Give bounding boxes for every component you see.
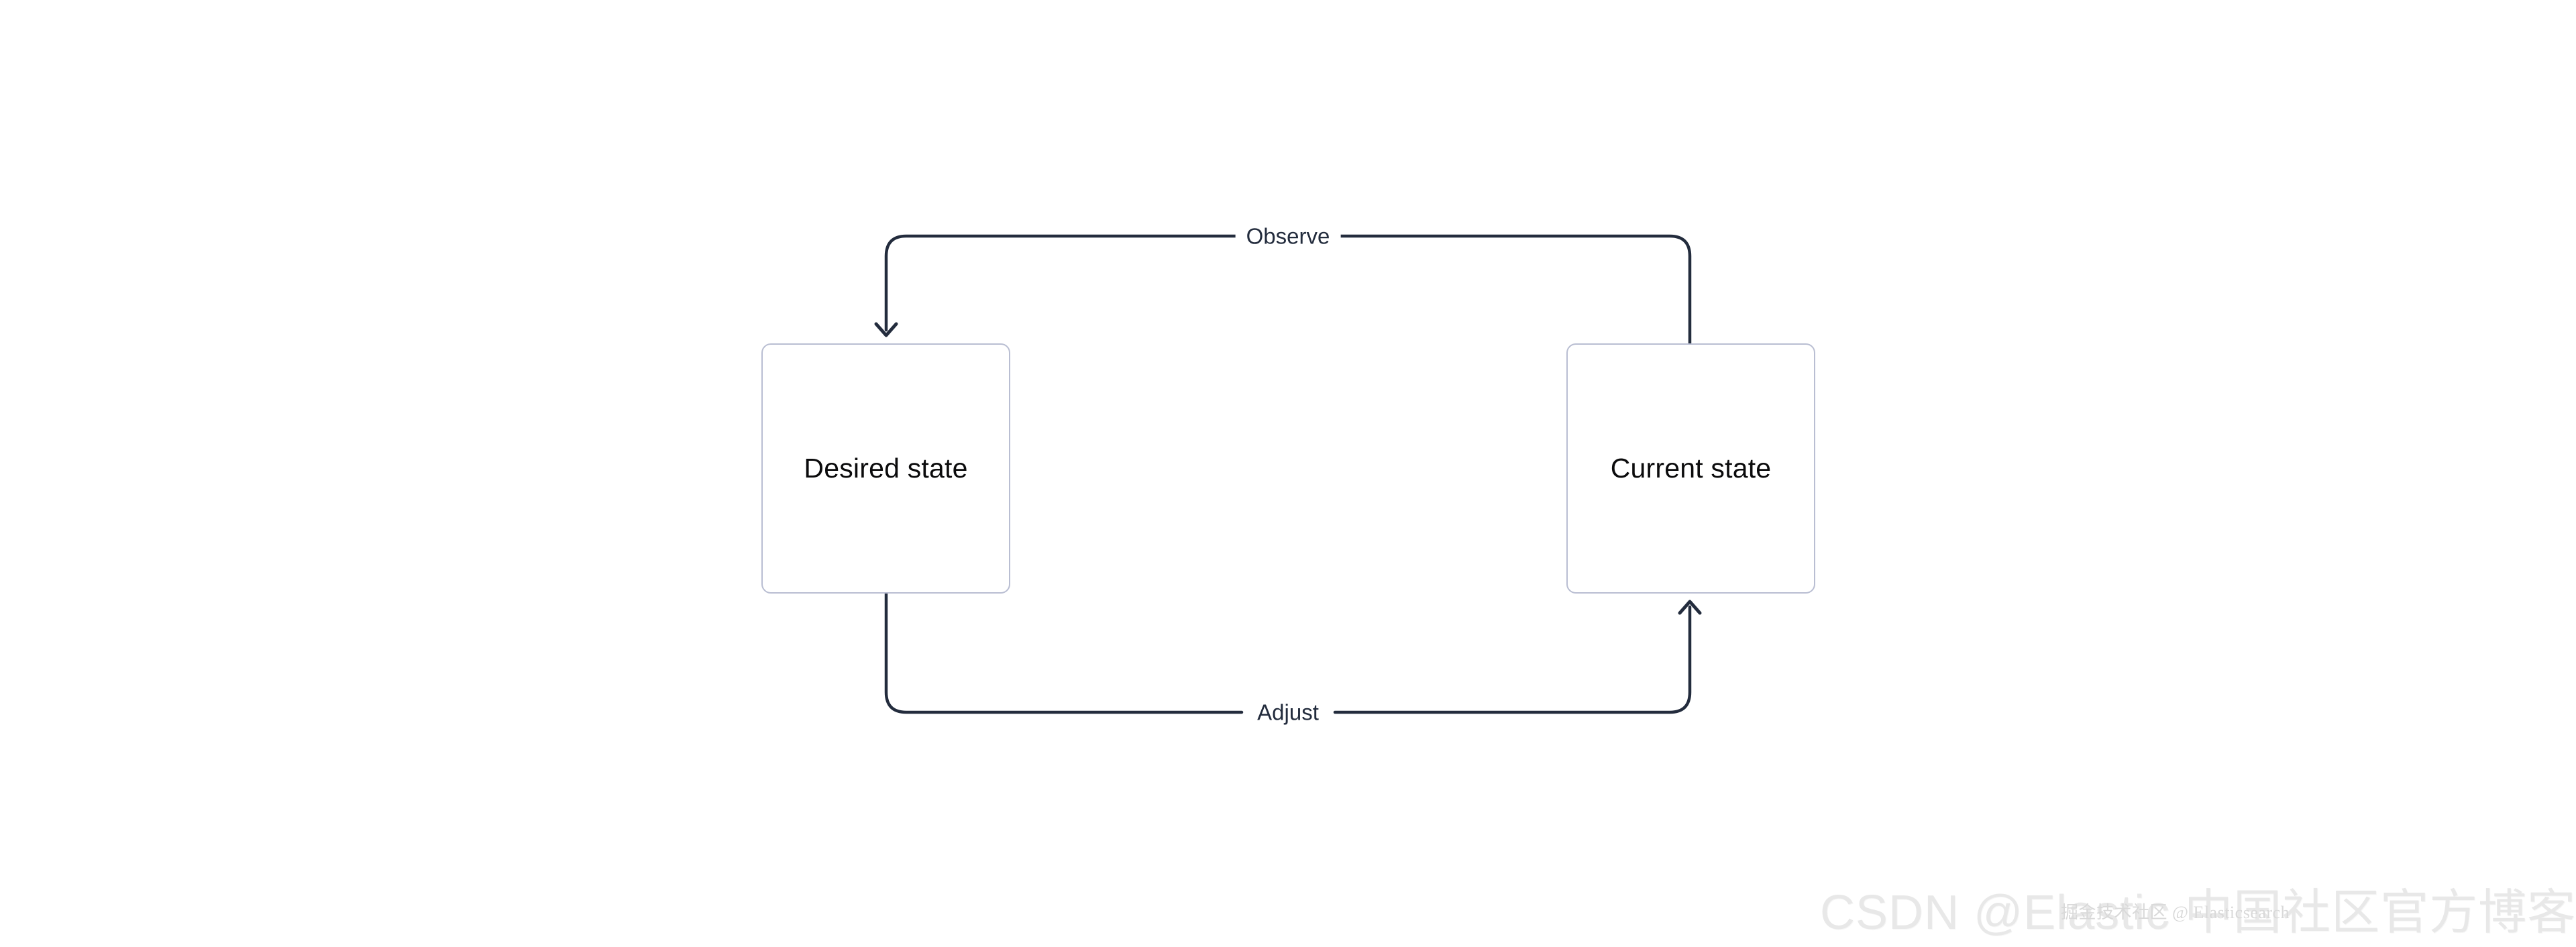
edge-label-observe: Observe xyxy=(1235,225,1341,247)
adjust-connector-path-right xyxy=(1333,605,1692,714)
observe-arrowhead-icon xyxy=(874,322,898,337)
node-desired-state[interactable]: Desired state xyxy=(761,343,1010,594)
node-current-state-label: Current state xyxy=(1610,453,1772,484)
observe-connector-path-left xyxy=(884,234,1239,332)
observe-connector-path xyxy=(1337,234,1692,345)
node-desired-state-label: Desired state xyxy=(804,453,968,484)
adjust-arrowhead-icon xyxy=(1678,600,1702,615)
edge-label-adjust: Adjust xyxy=(1246,701,1330,724)
node-current-state[interactable]: Current state xyxy=(1566,343,1815,594)
adjust-connector-path xyxy=(884,592,1244,714)
